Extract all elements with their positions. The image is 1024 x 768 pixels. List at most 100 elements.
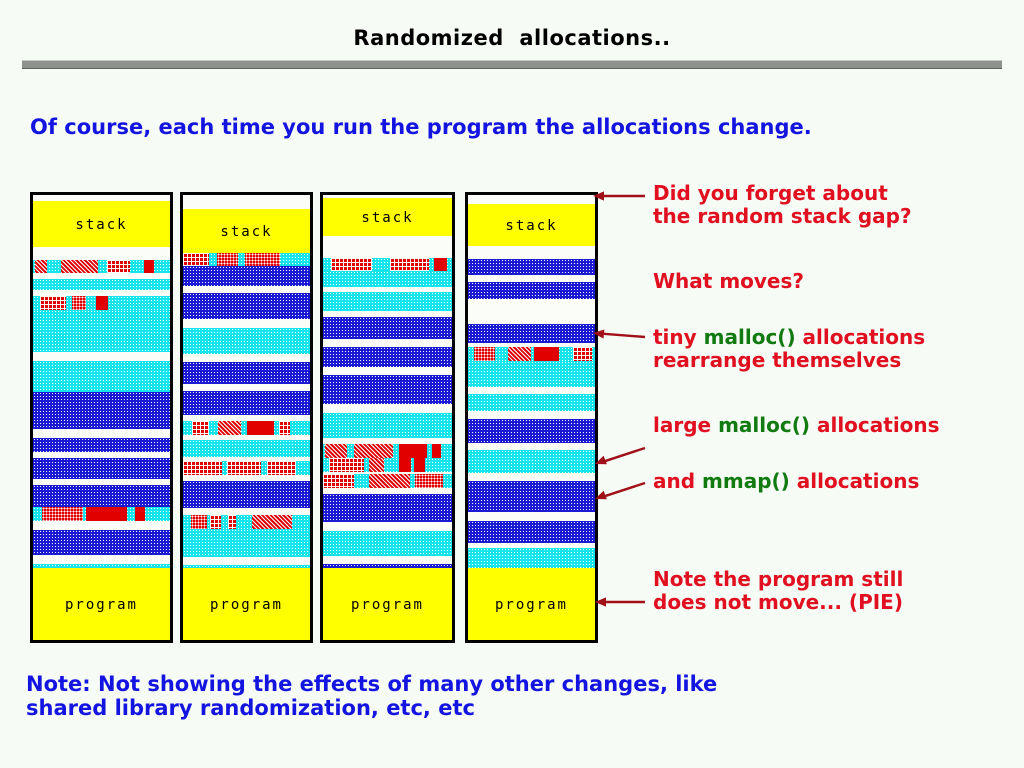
function-name: malloc()	[718, 413, 810, 437]
function-name: mmap()	[702, 469, 790, 493]
tiny-malloc-band	[323, 474, 452, 488]
gap-band	[183, 415, 310, 421]
stack-label: stack	[75, 217, 128, 233]
gap-band	[468, 543, 595, 548]
tiny-malloc-band	[323, 458, 452, 472]
annotation-text: rearrange themselves	[653, 348, 902, 372]
gap-band	[323, 287, 452, 292]
gap-band	[323, 438, 452, 444]
large-malloc-band	[33, 485, 170, 507]
gap-band	[33, 555, 170, 564]
large-malloc-band	[33, 392, 170, 429]
page-title: Randomized allocations..	[353, 26, 671, 50]
malloc-chunk	[144, 260, 154, 273]
annotation-text: does not move... (PIE)	[653, 590, 903, 614]
stack-band: stack	[183, 209, 310, 253]
stack-label: stack	[220, 224, 273, 240]
mmap-band	[323, 531, 452, 556]
gap-band	[33, 352, 170, 361]
gap-band	[468, 443, 595, 450]
tiny-malloc-band	[323, 258, 452, 271]
malloc-chunk	[247, 421, 274, 435]
mmap-band	[323, 271, 452, 287]
gap-band	[33, 452, 170, 458]
bottom-note-line-1: Note: Not showing the effects of many ot…	[26, 672, 718, 696]
large-malloc-band	[33, 530, 170, 555]
gap-band	[33, 273, 170, 279]
malloc-chunk	[414, 458, 425, 472]
gap-band	[323, 339, 452, 347]
gap-band	[468, 387, 595, 394]
malloc-chunk	[432, 444, 441, 458]
gap-band	[183, 354, 310, 362]
gap-band	[33, 479, 170, 485]
tiny-malloc-band	[468, 347, 595, 361]
mmap-band	[323, 413, 452, 438]
malloc-chunk	[434, 258, 447, 271]
large-malloc-note: large malloc() allocations	[653, 414, 940, 437]
gap-band	[468, 512, 595, 521]
memory-map-run-1[interactable]: stack program	[30, 192, 173, 643]
mmap-band	[33, 310, 170, 352]
malloc-chunk	[107, 260, 130, 273]
mmap-band	[468, 450, 595, 473]
malloc-chunk	[573, 347, 592, 361]
annotation-text: allocations	[789, 469, 920, 493]
gap-band	[323, 311, 452, 317]
malloc-chunk	[390, 258, 429, 271]
arrow-to-mmap	[595, 481, 646, 500]
malloc-chunk	[415, 474, 443, 488]
gap-band	[183, 475, 310, 481]
bottom-note: Note: Not showing the effects of many ot…	[26, 672, 886, 720]
malloc-chunk	[245, 253, 280, 266]
malloc-chunk	[331, 258, 372, 271]
title-divider	[22, 60, 1002, 69]
malloc-chunk	[72, 296, 86, 310]
gap-band	[468, 195, 595, 204]
malloc-chunk	[183, 253, 209, 266]
memory-map-run-2[interactable]: stack program	[180, 192, 313, 643]
mmap-band	[323, 292, 452, 311]
gap-band	[33, 247, 170, 260]
program-label: program	[350, 597, 424, 613]
malloc-chunk	[218, 421, 241, 435]
tiny-malloc-band	[33, 260, 170, 273]
tiny-malloc-band	[33, 296, 170, 310]
gap-band	[468, 343, 595, 347]
gap-band	[183, 319, 310, 328]
gap-band	[33, 290, 170, 296]
gap-band	[468, 275, 595, 282]
tiny-malloc-band	[183, 461, 310, 475]
gap-band	[33, 521, 170, 530]
malloc-chunk	[96, 296, 108, 310]
program-band: program	[323, 568, 452, 640]
stack-band: stack	[468, 204, 595, 246]
gap-band	[183, 195, 310, 209]
pie-note-line-2: does not move... (PIE)	[653, 591, 903, 614]
malloc-chunk	[534, 347, 559, 361]
mmap-band	[183, 328, 310, 354]
large-malloc-band	[468, 521, 595, 543]
gap-band	[468, 411, 595, 419]
malloc-chunk	[369, 458, 384, 472]
program-band: program	[183, 568, 310, 640]
mmap-band	[468, 361, 595, 387]
program-band: program	[33, 568, 170, 640]
gap-band	[323, 472, 452, 474]
arrow-to-large-malloc	[595, 446, 646, 465]
large-malloc-band	[468, 419, 595, 443]
malloc-chunk	[35, 260, 47, 273]
malloc-chunk	[217, 253, 238, 266]
malloc-chunk	[42, 507, 83, 521]
large-malloc-note-line-1: large malloc() allocations	[653, 414, 940, 437]
malloc-chunk	[40, 296, 66, 310]
large-malloc-band	[323, 317, 452, 339]
malloc-chunk	[183, 461, 222, 475]
malloc-chunk	[192, 421, 209, 435]
